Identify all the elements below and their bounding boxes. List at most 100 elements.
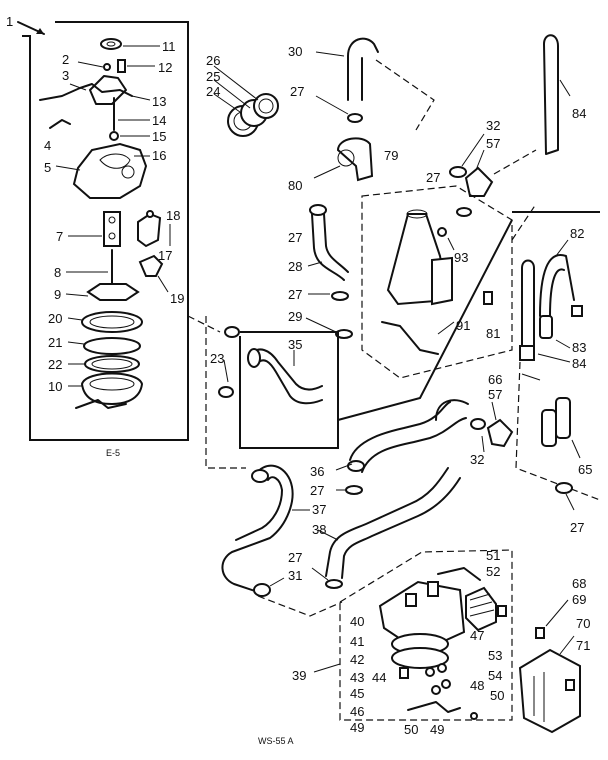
label-3: 3: [62, 68, 69, 83]
part-36-hose-top: [349, 401, 451, 461]
part-2: [103, 63, 111, 71]
label-65: 65: [578, 462, 592, 477]
part-65-valve-a: [541, 409, 557, 447]
label-19: 19: [170, 291, 184, 306]
part-5-housing: [72, 142, 148, 199]
box-35: [239, 331, 339, 449]
part-32-clamp-lower: [470, 418, 486, 430]
flow-bottom: [257, 595, 343, 617]
part-30-hose: [347, 37, 379, 101]
label-10: 10: [48, 379, 62, 394]
dispenser-boundary: [361, 185, 513, 379]
part-46-bracket: [407, 701, 461, 713]
part-27-clamp-36: [345, 485, 363, 495]
part-84-hose-upper: [543, 34, 559, 155]
label-45: 45: [350, 686, 364, 701]
part-27-clamp-right: [456, 207, 472, 217]
label-4: 4: [44, 138, 51, 153]
part-26-inner: [258, 98, 274, 114]
label-16: 16: [152, 148, 166, 163]
part-23-clamp-lower: [218, 386, 234, 398]
label-32-lower: 32: [470, 452, 484, 467]
label-9: 9: [54, 287, 61, 302]
valve-assembly-group: [313, 549, 513, 721]
bracket-group: [518, 599, 581, 734]
label-11: 11: [162, 39, 176, 54]
label-84-top: 84: [572, 106, 586, 121]
flow-left-lower: [205, 316, 246, 469]
part-45-washer: [431, 685, 441, 695]
callout-labels: 1 2 3 4 5 7 8 9 20 21 22 10 11 12 13 14 …: [6, 14, 592, 737]
label-38: 38: [312, 522, 326, 537]
flow-57-to-84: [493, 149, 537, 175]
part-70-bracket: [518, 648, 581, 734]
label-35: 35: [288, 337, 302, 352]
part-12: [117, 59, 126, 73]
label-24: 24: [206, 84, 220, 99]
label-27-right: 27: [426, 170, 440, 185]
part-47-mesh: [469, 593, 495, 617]
part-22-inner: [91, 358, 133, 370]
part-28-hose-edge: [323, 213, 349, 273]
part-82-cap: [571, 305, 583, 317]
part-93-screw: [437, 227, 447, 237]
label-49-left: 49: [350, 720, 364, 735]
part-42-coil: [391, 647, 449, 669]
part-57-elbow: [464, 166, 494, 197]
part-13-bracket: [89, 75, 127, 105]
leader-83: [555, 339, 571, 349]
label-26: 26: [206, 53, 220, 68]
flow-23-left: [187, 315, 221, 333]
label-66: 66: [488, 372, 502, 387]
label-22: 22: [48, 357, 62, 372]
label-31: 31: [288, 568, 302, 583]
part-15-washer: [109, 131, 119, 141]
part-23-clamp: [224, 326, 240, 338]
part-40-port-b: [427, 581, 439, 597]
leader-30: [315, 51, 345, 57]
label-14: 14: [152, 113, 166, 128]
label-79: 79: [384, 148, 398, 163]
leader-25: [213, 79, 251, 109]
leader-82: [555, 239, 569, 257]
label-39: 39: [292, 668, 306, 683]
part-70-slots: [533, 672, 545, 722]
dispenser-group: [361, 185, 513, 379]
right-hoses-group: [511, 203, 601, 511]
label-7: 7: [56, 229, 63, 244]
label-1: 1: [6, 14, 13, 29]
label-49-right: 49: [430, 722, 444, 737]
leader-21: [67, 341, 85, 345]
pump-assembly-group: [17, 21, 189, 441]
label-50-bottom: 50: [404, 722, 418, 737]
hose-35-group: [187, 219, 513, 449]
part-27-clamp-28top: [309, 204, 327, 216]
part-31-clamp: [253, 583, 271, 597]
part-19-clip: [138, 254, 164, 277]
part-83-clamp: [539, 315, 553, 339]
part-9-impeller: [86, 283, 140, 301]
leader-84-upper: [559, 79, 571, 97]
leader-26: [213, 65, 259, 101]
leader-68: [545, 599, 569, 627]
part-37-end: [251, 469, 269, 483]
valve-boundary: [339, 549, 513, 721]
part-10-spout: [75, 399, 127, 409]
leader-19: [157, 275, 169, 293]
label-30: 30: [288, 44, 302, 59]
part-43-screw: [399, 667, 409, 679]
label-27-38: 27: [288, 550, 302, 565]
label-2: 2: [62, 52, 69, 67]
part-5-port: [99, 153, 131, 169]
hose-28-group: [305, 204, 353, 339]
label-42: 42: [350, 652, 364, 667]
part-79-top: [406, 209, 428, 219]
label-57-top: 57: [486, 136, 500, 151]
part-82-hose-edge: [549, 268, 565, 317]
leader-80: [313, 165, 341, 179]
label-46: 46: [350, 704, 364, 719]
part-91-rod: [381, 321, 439, 355]
sub-assembly-caption: E-5: [106, 448, 120, 458]
part-50-screw: [470, 712, 478, 720]
upper-hoses-group: [213, 34, 571, 217]
